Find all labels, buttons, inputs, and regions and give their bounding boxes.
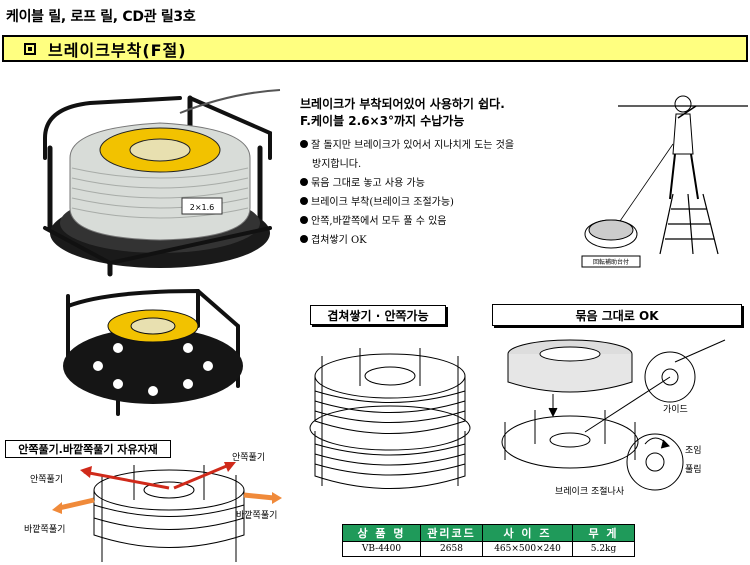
bundle-label: 묶음 그대로 OK xyxy=(492,304,742,326)
table-cell: 5.2kg xyxy=(572,541,635,557)
section-title: 브레이크부착(F절) xyxy=(48,40,187,60)
feature-item: 안쪽,바깥쪽에서 모두 풀 수 있음 xyxy=(300,212,560,231)
coil-tag-text: 2×1.6 xyxy=(190,203,215,212)
bullet-icon xyxy=(300,197,308,205)
outer-unwind-right-text: 바깥쪽풀기 xyxy=(236,509,277,521)
square-bullet-icon xyxy=(24,42,36,55)
section-header-bar: 브레이크부착(F절) xyxy=(2,35,748,62)
description-block: 브레이크가 부착되어있어 사용하기 쉽다. F.케이블 2.6×3°까지 수납가… xyxy=(300,96,560,250)
table-header: 관리코드 xyxy=(420,524,483,542)
loosen-text: 풀림 xyxy=(685,463,702,475)
feature-item: 겹쳐쌓기 OK xyxy=(300,231,560,250)
inner-unwind-left-text: 안쪽풀기 xyxy=(30,474,63,485)
inner-unwind-right-text: 안쪽풀기 xyxy=(232,452,265,463)
table-row: VB-4400 2658 465×500×240 5.2kg xyxy=(342,541,635,557)
bullet-icon xyxy=(300,140,308,148)
worker-tag-text: 回転補助台付 xyxy=(593,258,629,266)
spec-table: 상 품 명 관리코드 사 이 즈 무 게 VB-4400 2658 465×50… xyxy=(342,524,635,557)
headline-1: 브레이크가 부착되어있어 사용하기 쉽다. xyxy=(300,97,505,111)
bullet-icon xyxy=(300,235,308,243)
table-cell: 465×500×240 xyxy=(482,541,573,557)
bundle-reel-drawing: 가이드 조임 풀림 브레이크 조절나사 xyxy=(501,339,726,497)
guide-text: 가이드 xyxy=(663,404,688,415)
feature-item: 잘 돌지만 브레이크가 있어서 지나치게 도는 것을 xyxy=(300,136,560,155)
bullet-icon xyxy=(300,178,308,186)
worker-ladder-illustration: 回転補助台付 xyxy=(581,95,748,268)
table-header: 사 이 즈 xyxy=(482,524,573,542)
feature-item: 묶음 그대로 놓고 사용 가능 xyxy=(300,174,560,193)
tighten-text: 조임 xyxy=(685,444,702,456)
outer-unwind-left-text: 바깥쪽풀기 xyxy=(24,523,65,535)
brake-screw-text: 브레이크 조절나사 xyxy=(555,485,625,497)
bullet-icon xyxy=(300,216,308,224)
stacked-reels-drawing xyxy=(309,348,471,489)
reel-with-cable-photo: 2×1.6 xyxy=(43,89,281,277)
empty-reel-photo xyxy=(63,288,243,416)
table-cell: VB-4400 xyxy=(342,541,421,557)
stack-label: 겹쳐쌓기 · 안쪽가능 xyxy=(310,305,446,325)
headline-2: F.케이블 2.6×3°까지 수납가능 xyxy=(300,114,465,128)
free-unwind-label: 안쪽풀기.바깥쪽풀기 자유자재 xyxy=(5,440,171,458)
table-header: 무 게 xyxy=(572,524,635,542)
table-header: 상 품 명 xyxy=(342,524,421,542)
free-unwind-drawing: 안쪽풀기 안쪽풀기 바깥쪽풀기 바깥쪽풀기 xyxy=(24,452,282,562)
table-cell: 2658 xyxy=(420,541,483,557)
feature-item: 브레이크 부착(브레이크 조절가능) xyxy=(300,193,560,212)
table-header-row: 상 품 명 관리코드 사 이 즈 무 게 xyxy=(342,524,635,542)
feature-list: 잘 돌지만 브레이크가 있어서 지나치게 도는 것을 방지합니다. 묶음 그대로… xyxy=(300,136,560,250)
page-title: 케이블 릴, 로프 릴, CD관 릴3호 xyxy=(6,9,196,25)
feature-item-cont: 방지합니다. xyxy=(312,159,362,170)
